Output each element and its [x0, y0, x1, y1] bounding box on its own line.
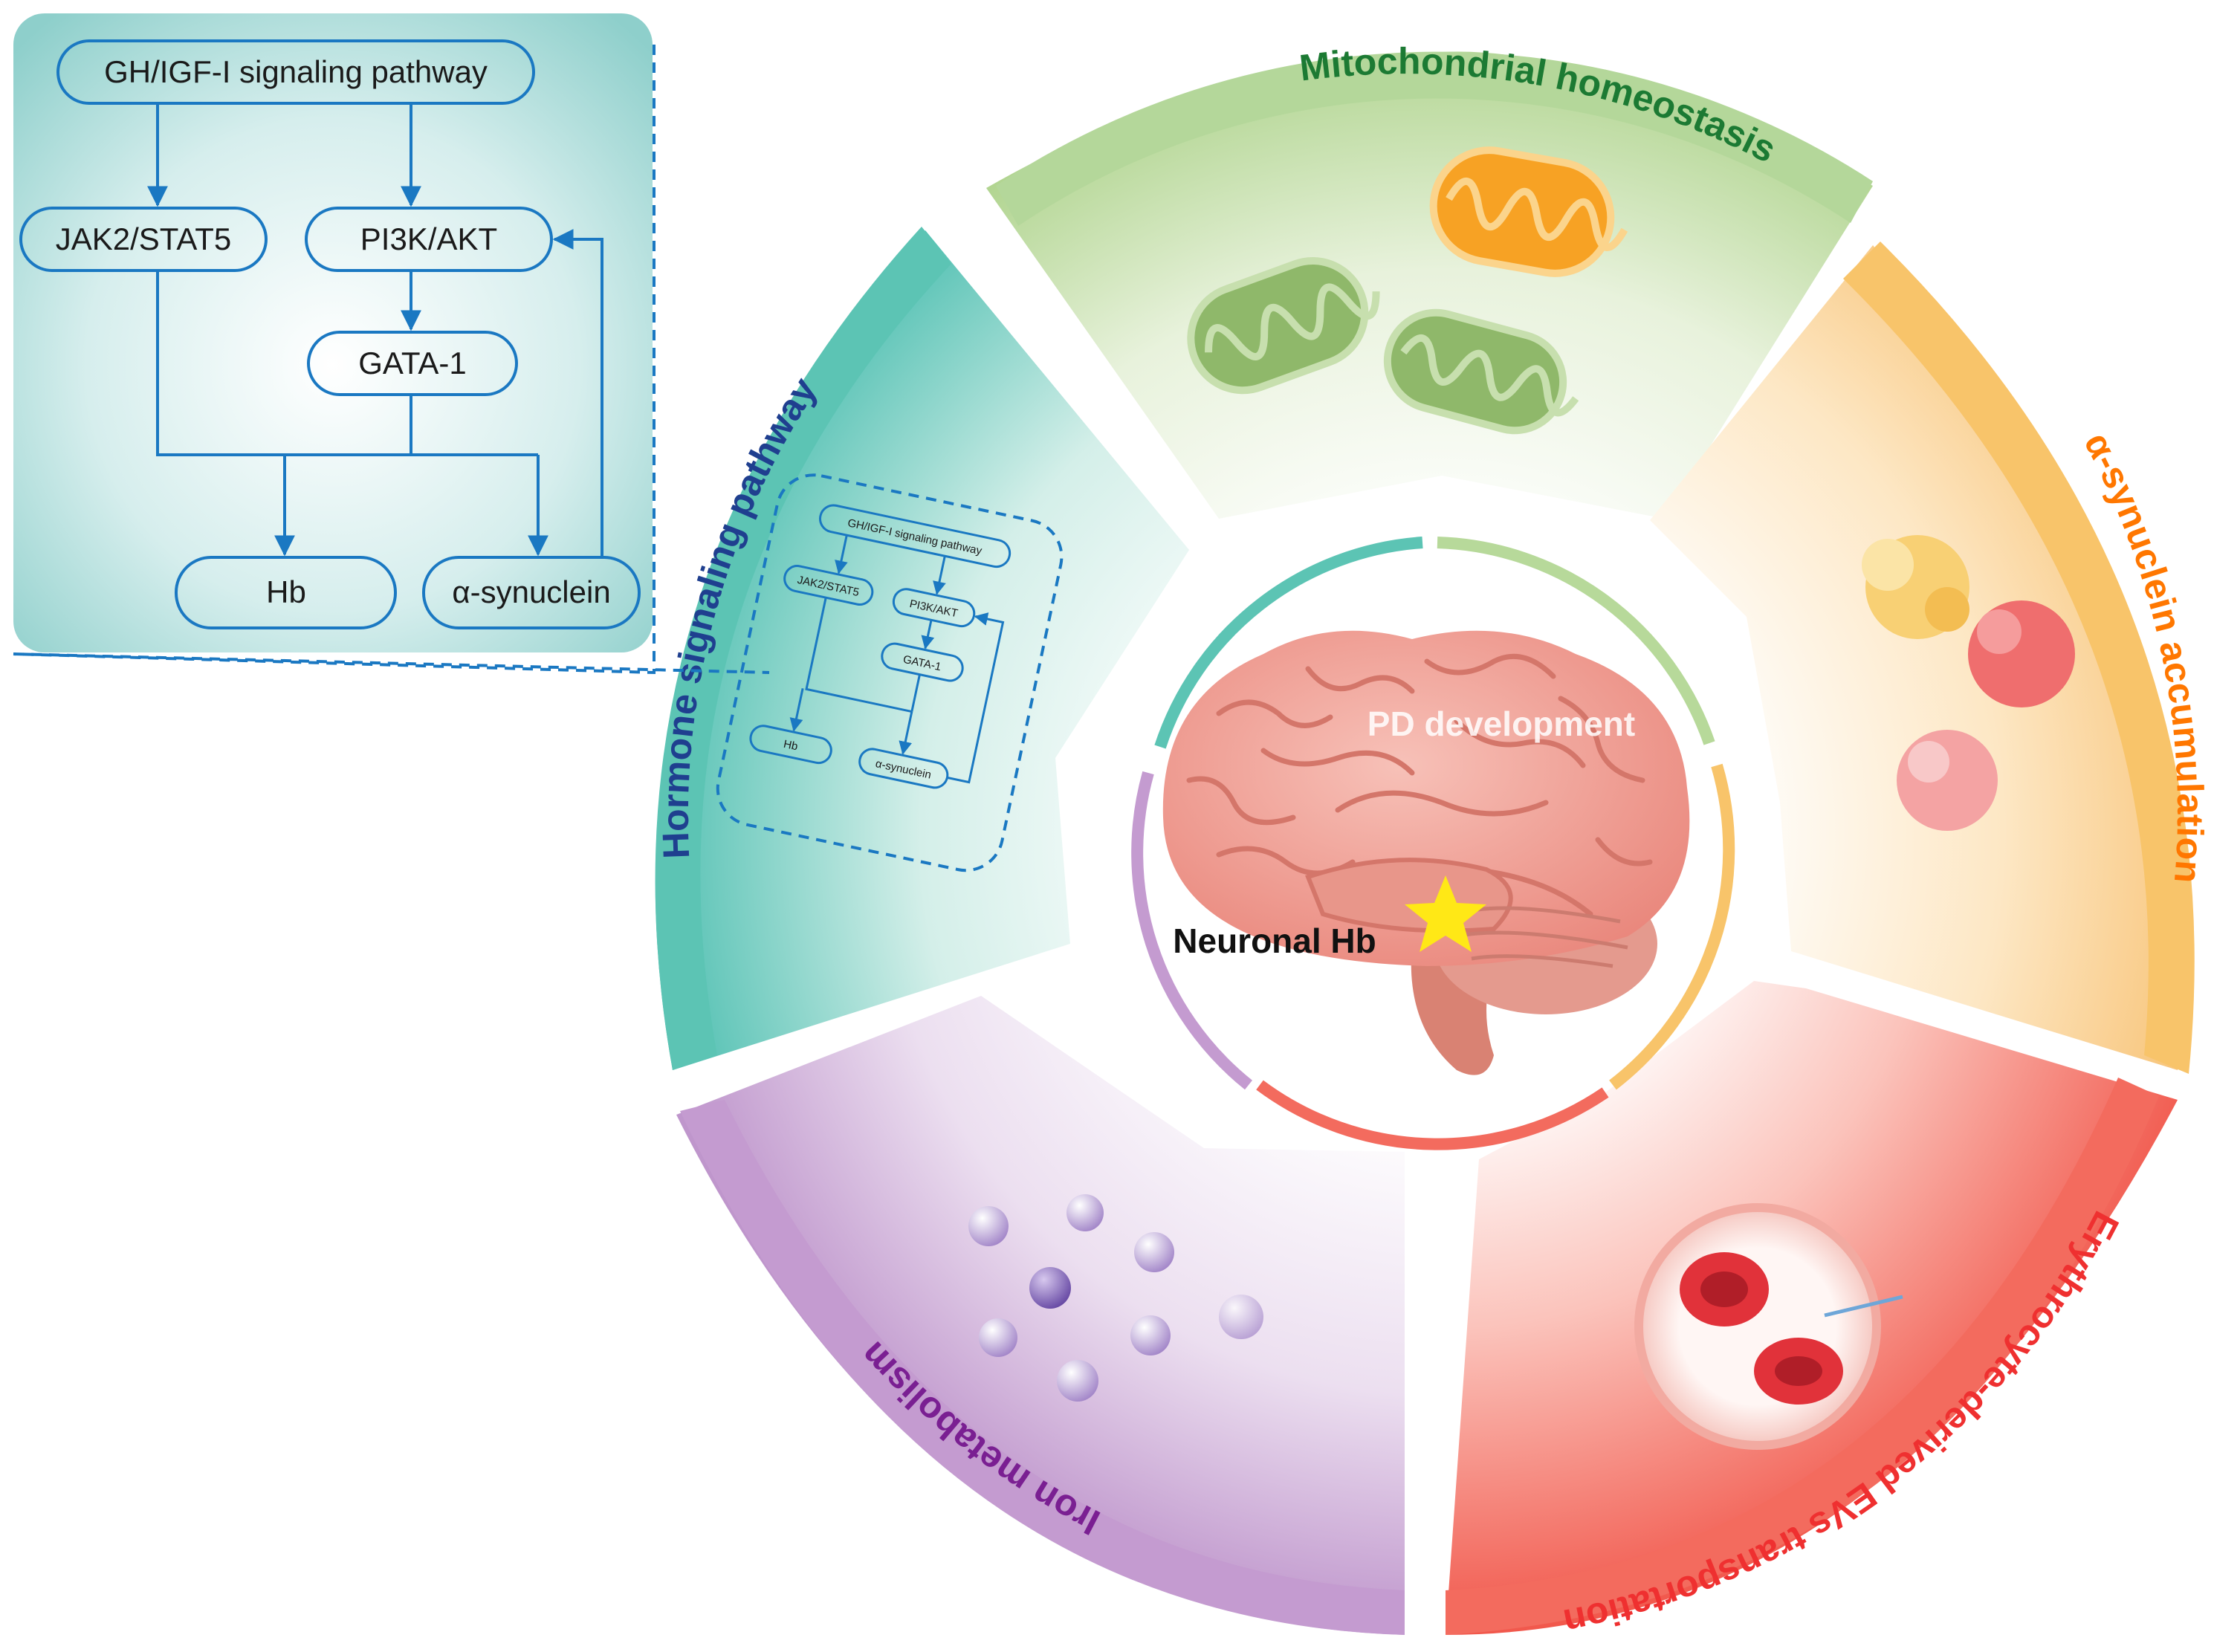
mini-node-hb: Hb	[783, 738, 799, 754]
iron-particles	[968, 1194, 1263, 1402]
pathway-inset: GH/IGF-I signaling pathway JAK2/STAT5 PI…	[13, 13, 770, 675]
segment-background	[676, 996, 1405, 1635]
segment-iron-metabolism: Iron metabolism	[676, 996, 1405, 1635]
edge-feedback-synuclein-to-pi3k	[552, 229, 603, 557]
alpha-synuclein-aggregates	[1862, 535, 2075, 831]
node-hb-label: Hb	[266, 574, 306, 609]
node-pi3k-akt	[305, 207, 553, 272]
segment-alpha-synuclein-accumulation: α-synuclein accumulation	[1650, 242, 2211, 1074]
node-jak2-stat5	[19, 207, 268, 272]
node-gh-igf-label: GH/IGF-I signaling pathway	[104, 54, 488, 89]
red-blood-cell-vesicle	[1634, 1203, 1903, 1450]
node-jak2-stat5-label: JAK2/STAT5	[56, 221, 232, 256]
node-gata1-label: GATA-1	[358, 346, 466, 380]
neuronal-hb-label: Neuronal Hb	[1173, 921, 1376, 960]
inset-zoom-connector-bottom	[13, 652, 770, 674]
segment-arc-band	[1446, 1078, 2159, 1635]
mitochondria-group	[1187, 146, 1628, 435]
inner-ring-orange	[1609, 763, 1735, 1090]
node-alpha-synuclein-label: α-synuclein	[452, 574, 610, 609]
neuronal-hb-star-icon	[1405, 875, 1486, 952]
segment-arc-band	[655, 227, 951, 1070]
brain-illustration	[1162, 630, 1690, 1075]
inner-ring	[1131, 537, 1735, 1150]
segment-arc-band	[680, 1100, 1405, 1635]
inner-ring-red	[1256, 1080, 1609, 1150]
segment-background	[1650, 245, 2184, 1070]
inner-ring-purple	[1131, 771, 1253, 1090]
segment-arc-band	[1843, 242, 2195, 1074]
segment-background	[986, 51, 1873, 519]
center-title: PD development	[1367, 704, 1635, 743]
node-hb	[175, 556, 397, 629]
node-gh-igf	[56, 39, 535, 105]
segment-erythrocyte-evs-transportation: Erythrocyte-derived EVs transportation	[1446, 981, 2178, 1644]
inner-ring-green	[1437, 537, 1715, 745]
segment-arc-band	[996, 51, 1873, 226]
node-alpha-synuclein	[422, 556, 641, 629]
inner-ring-teal	[1154, 537, 1423, 749]
inset-zoom-connector	[13, 45, 656, 675]
node-pi3k-akt-label: PI3K/AKT	[360, 221, 497, 256]
